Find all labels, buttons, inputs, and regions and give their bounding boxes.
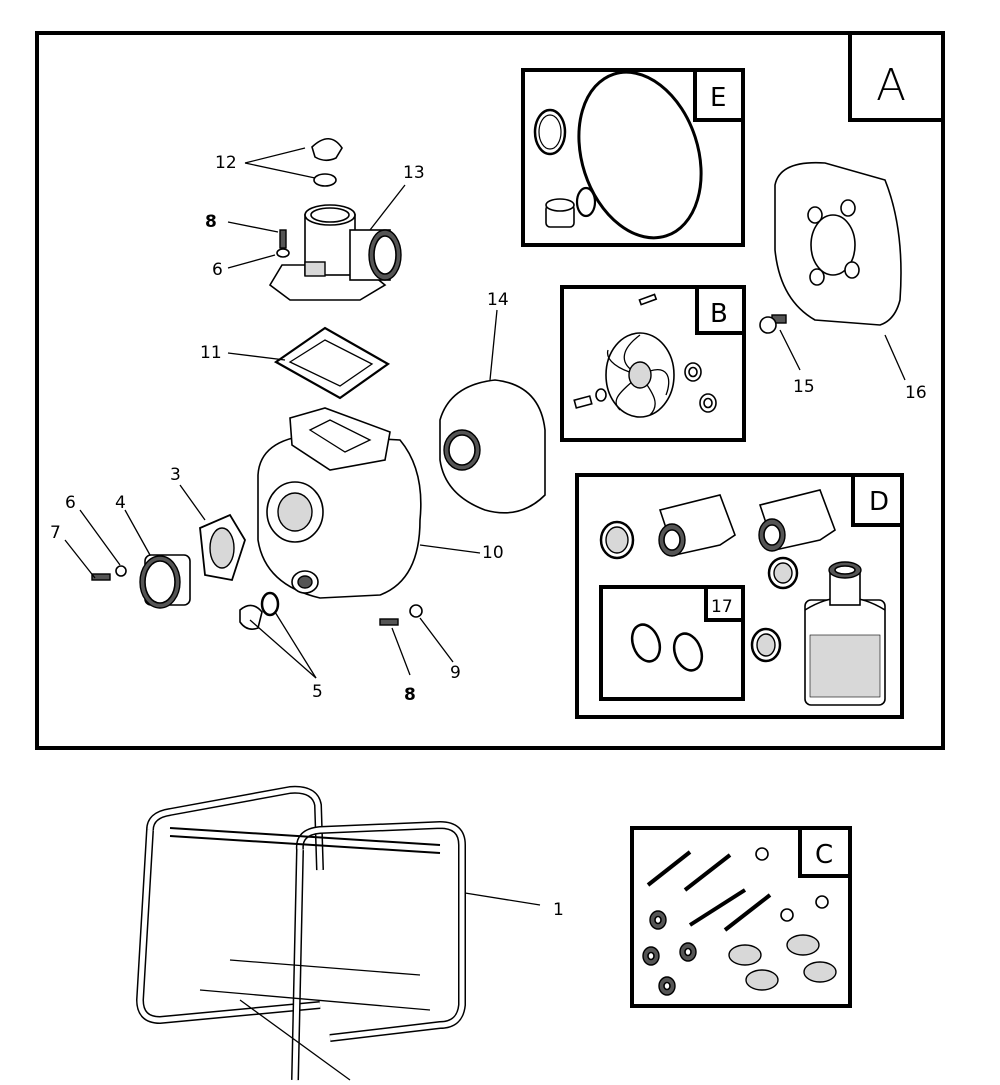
box-d-frame — [575, 473, 904, 719]
label-13: 13 — [403, 163, 425, 183]
label-14: 14 — [487, 290, 509, 310]
box-e-letter: E — [710, 83, 726, 113]
box-a-frame — [35, 31, 945, 750]
label-15: 15 — [793, 377, 815, 397]
label-7: 7 — [50, 523, 61, 543]
box-c-letter: C — [815, 840, 833, 870]
box-c-hardware-kit — [642, 847, 837, 996]
label-3: 3 — [170, 465, 181, 485]
box-a-tag: A — [848, 33, 943, 122]
box-b-frame — [560, 285, 746, 442]
label-9: 9 — [450, 663, 461, 683]
box-e-seal-kit — [533, 70, 703, 240]
box-d-letter: D — [869, 487, 889, 517]
box-17-orings — [630, 623, 704, 672]
label-10: 10 — [482, 543, 504, 563]
frame-part-1 — [136, 785, 466, 1081]
box-e-frame — [521, 68, 745, 247]
box-b-letter: B — [710, 299, 728, 329]
box-a-letter: A — [876, 60, 906, 111]
label-4: 4 — [115, 493, 126, 513]
box-b-impeller — [573, 293, 717, 418]
box-17-frame — [599, 585, 745, 701]
pump-parts — [91, 137, 902, 630]
label-11: 11 — [200, 343, 222, 363]
label-1: 1 — [553, 900, 564, 920]
label-8-top: 8 — [205, 212, 217, 232]
box-17-number: 17 — [711, 597, 733, 617]
label-16: 16 — [905, 383, 927, 403]
label-12: 12 — [215, 153, 237, 173]
label-6-left: 6 — [65, 493, 76, 513]
box-c-frame — [630, 826, 852, 1008]
part-labels: 12 13 8 6 11 14 15 16 3 4 6 7 10 5 8 9 1 — [50, 153, 927, 920]
box-d-hose-fittings — [599, 489, 886, 706]
label-5: 5 — [312, 682, 323, 702]
leader-lines — [64, 147, 906, 906]
label-8-bottom: 8 — [404, 685, 416, 705]
label-6-top: 6 — [212, 260, 223, 280]
